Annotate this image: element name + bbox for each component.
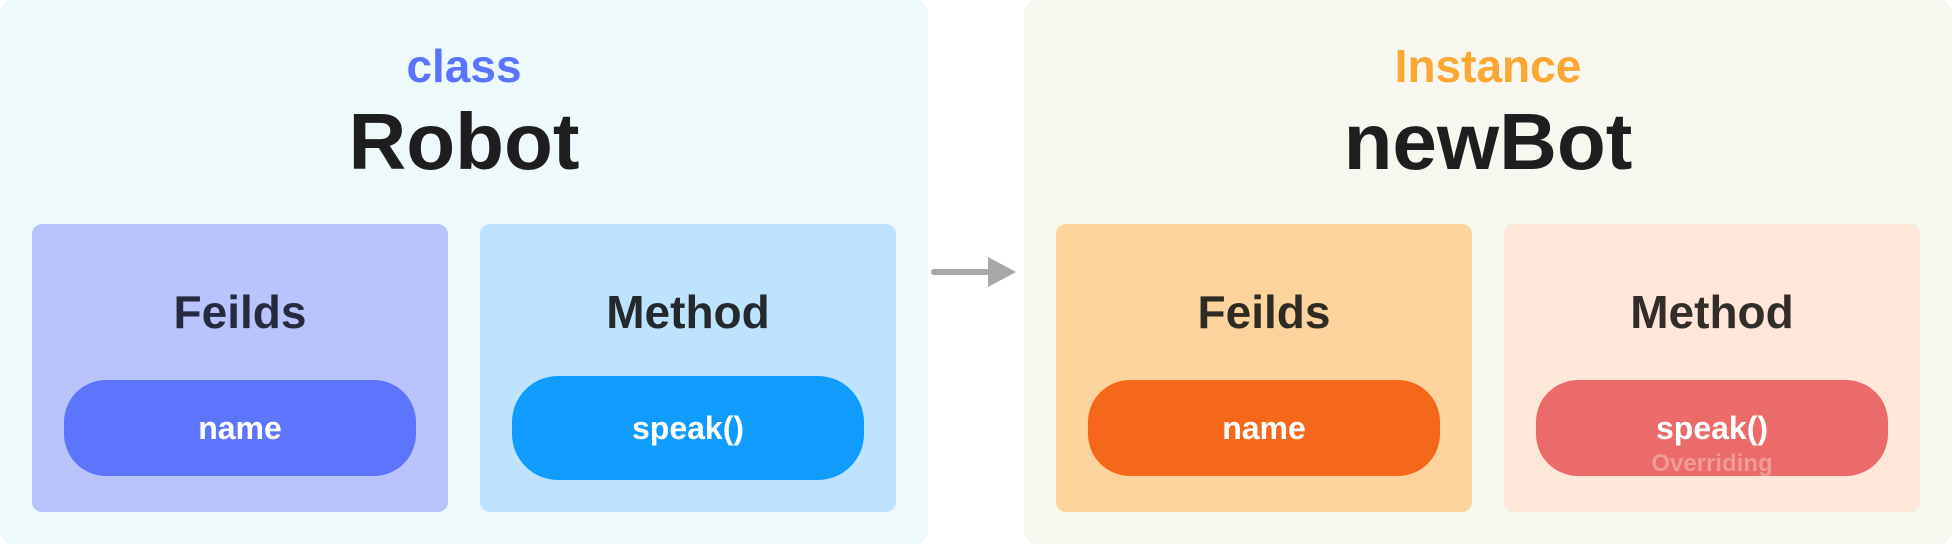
instance-fields-box: Feilds name (1056, 224, 1472, 512)
instance-field-name: name (1088, 380, 1440, 476)
class-field-name: name (64, 380, 416, 476)
arrow-right-icon (931, 257, 1016, 287)
instance-kind-label: Instance (1394, 40, 1582, 92)
class-title: Robot (348, 97, 580, 186)
class-fields-box: Feilds name (32, 224, 448, 512)
class-method-box: Method speak() (480, 224, 896, 512)
instance-method-label: Method (1630, 286, 1794, 338)
instance-method-speak: speak() (1536, 380, 1888, 476)
instance-title: newBot (1343, 97, 1633, 186)
class-fields-label: Feilds (173, 286, 307, 338)
instance-method-box: Method speak() (1504, 224, 1920, 512)
instance-panel: Instance newBot Feilds name Method speak… (1024, 0, 1952, 544)
class-method-speak: speak() (512, 376, 864, 480)
instance-fields-label: Feilds (1197, 286, 1331, 338)
overriding-note: Overriding (1651, 450, 1773, 477)
class-method-label: Method (606, 286, 770, 338)
class-kind-label: class (406, 40, 522, 92)
class-panel: class Robot Feilds name Method speak() (0, 0, 928, 544)
